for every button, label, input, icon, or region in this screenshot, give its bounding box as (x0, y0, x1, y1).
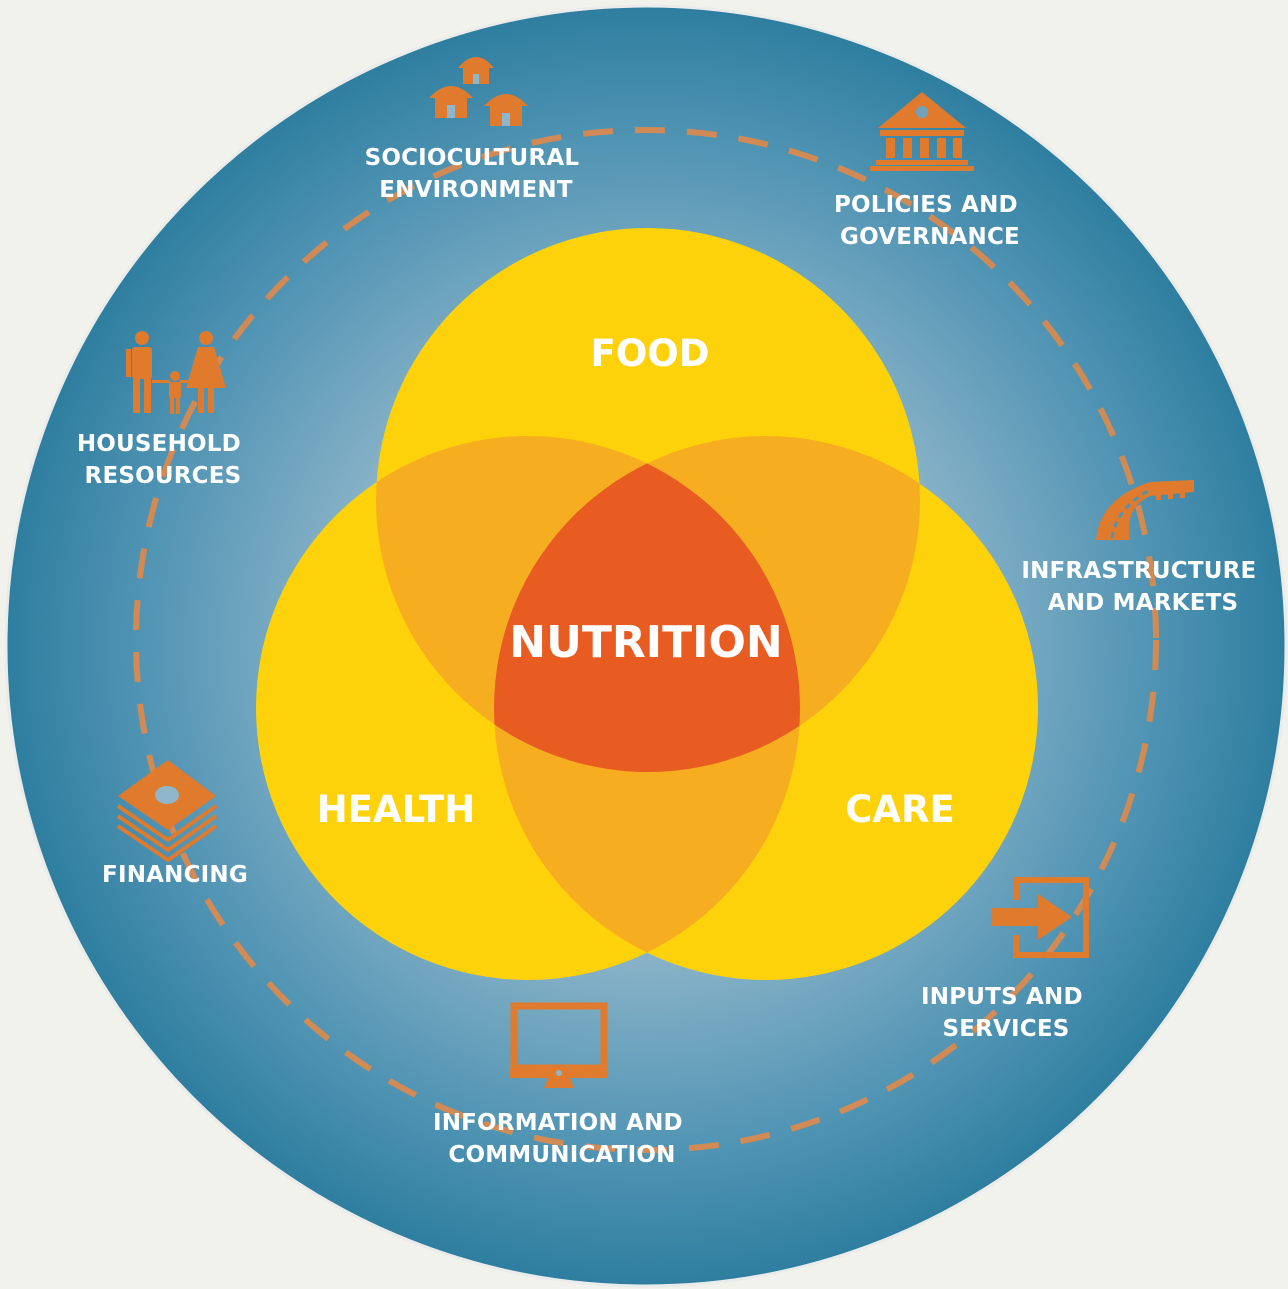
inputs-label: INPUTS AND SERVICES (921, 984, 1091, 1042)
care-label: CARE (845, 788, 955, 831)
nutrition-label: NUTRITION (509, 617, 782, 668)
nutrition-core (494, 436, 800, 772)
enter-arrow-icon (992, 877, 1089, 958)
financing-label: FINANCING (102, 862, 248, 888)
policies-label: POLICIES AND GOVERNANCE (834, 192, 1026, 250)
food-label: FOOD (591, 332, 710, 375)
dashed-ring (133, 127, 1159, 1153)
health-label: HEALTH (317, 788, 476, 831)
household-label: HOUSEHOLD RESOURCES (77, 431, 249, 489)
government-building-icon (870, 92, 974, 171)
sociocultural-label: SOCIOCULTURAL ENVIRONMENT (365, 145, 588, 203)
road-bridge-icon (1096, 480, 1194, 540)
family-icon (126, 331, 226, 414)
money-stack-icon (116, 760, 218, 863)
monitor-icon (510, 1002, 608, 1088)
huts-icon (429, 57, 528, 126)
venn-diagram (256, 228, 1038, 980)
infrastructure-label: INFRASTRUCTURE AND MARKETS (1021, 558, 1264, 616)
information-label: INFORMATION AND COMMUNICATION (433, 1110, 691, 1168)
